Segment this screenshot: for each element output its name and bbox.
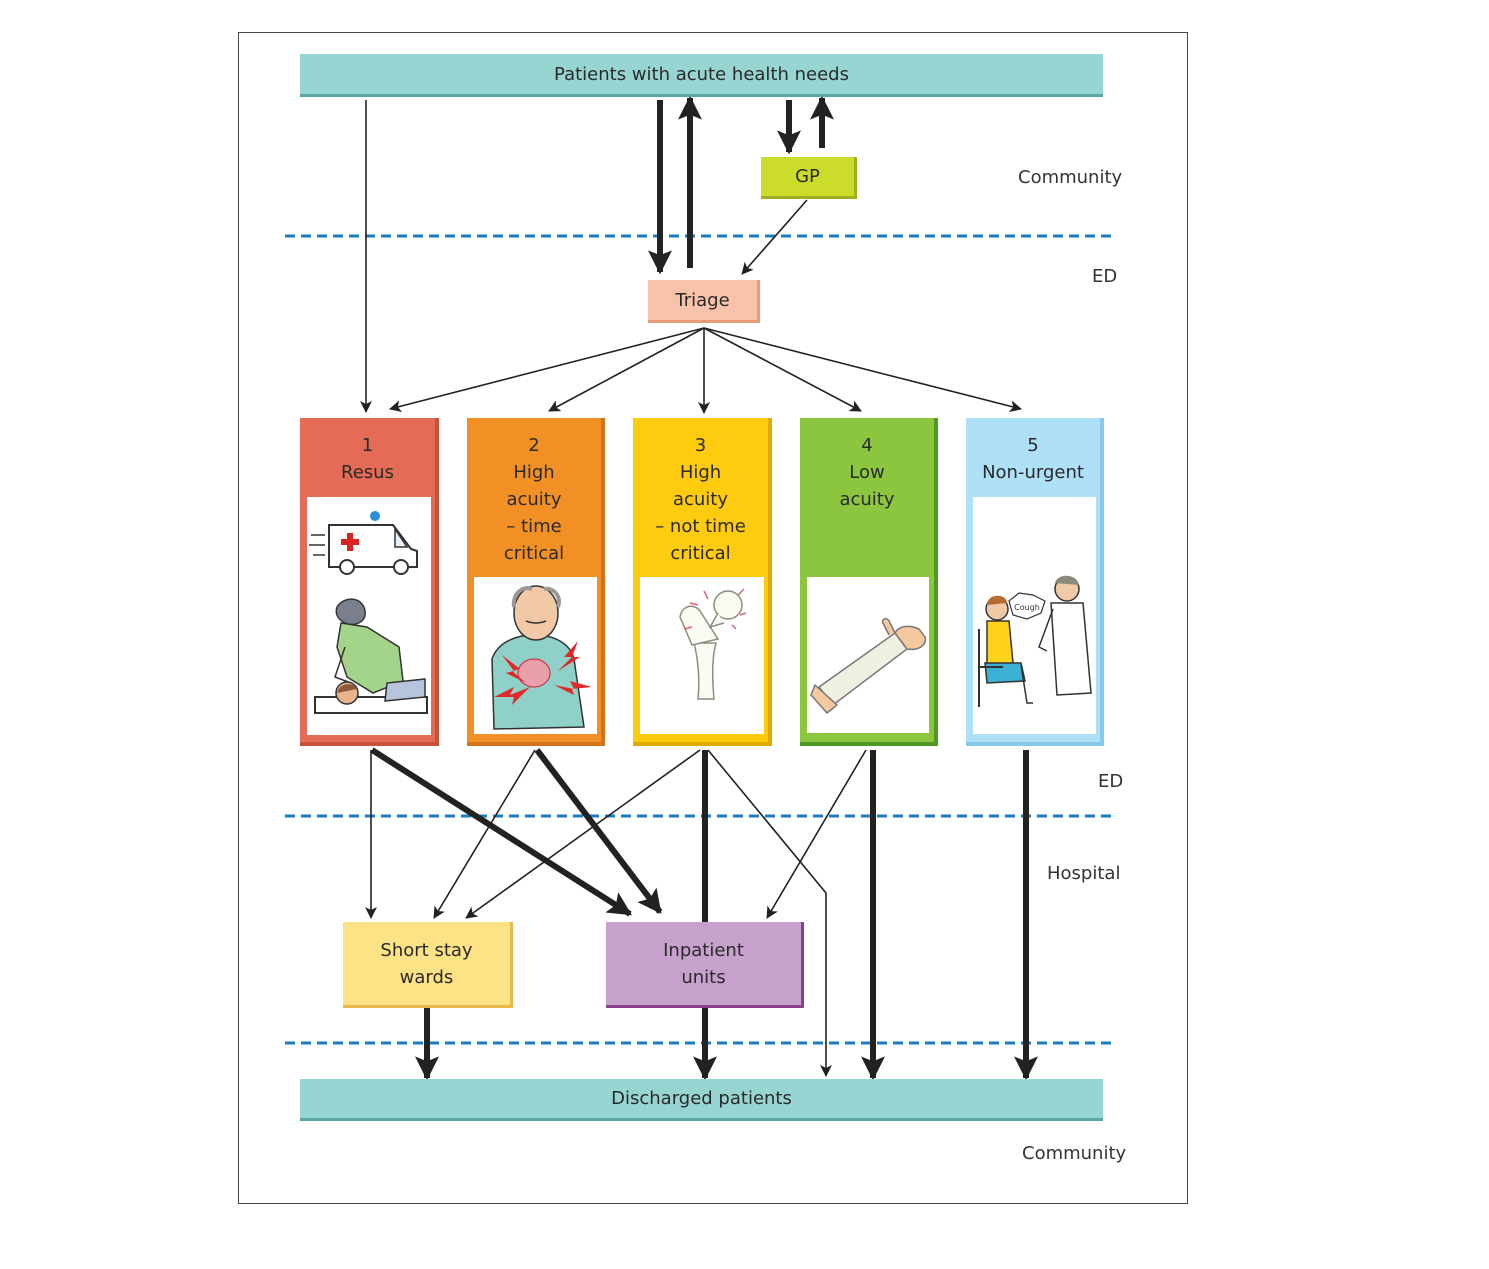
category-1-label: 1 Resus bbox=[300, 432, 435, 486]
thick-arrows bbox=[370, 95, 1038, 1081]
cough-text: Cough bbox=[1014, 603, 1040, 612]
triage-category-4: 4 Low acuity bbox=[800, 418, 938, 746]
triage-label: Triage bbox=[675, 289, 730, 311]
acute-patients-label: Patients with acute health needs bbox=[554, 63, 849, 85]
inpatient-line-2: units bbox=[681, 966, 726, 988]
category-2-line-2: acuity bbox=[506, 489, 562, 510]
short-stay-wards-box: Short stay wards bbox=[343, 922, 513, 1008]
doctor-figure bbox=[1038, 575, 1092, 696]
arrow-gp-to-triage bbox=[741, 199, 808, 275]
triage-category-5: 5 Non-urgent Cough bbox=[966, 418, 1104, 746]
ambulance-icon bbox=[309, 511, 418, 575]
triage-box: Triage bbox=[648, 280, 760, 323]
fracture-pain-icon bbox=[683, 588, 747, 630]
zone-label-ed-bottom: ED bbox=[1098, 771, 1124, 792]
arrow-cat2-to-shortstay bbox=[433, 749, 536, 919]
discharged-patients-bar: Discharged patients bbox=[300, 1079, 1103, 1121]
gp-label: GP bbox=[795, 166, 820, 187]
category-3-line-3: – not time bbox=[655, 516, 746, 537]
category-4-number: 4 bbox=[861, 435, 873, 456]
zone-label-community-bottom: Community bbox=[1022, 1143, 1127, 1164]
category-3-line-4: critical bbox=[670, 543, 731, 564]
category-3-label: 3 High acuity – not time critical bbox=[633, 432, 768, 567]
category-2-line-3: – time bbox=[506, 516, 562, 537]
category-2-label: 2 High acuity – time critical bbox=[467, 432, 601, 567]
category-2-line-4: critical bbox=[503, 543, 565, 564]
arrow-cat4-to-inpatient bbox=[766, 749, 867, 919]
arrow-triage-to-cat2 bbox=[548, 327, 705, 412]
discharged-patients-label: Discharged patients bbox=[611, 1088, 792, 1109]
acute-patients-bar: Patients with acute health needs bbox=[300, 54, 1103, 97]
arrow-cat3-to-shortstay bbox=[465, 749, 701, 919]
category-4-line-2: acuity bbox=[839, 489, 895, 510]
category-5-line-1: Non-urgent bbox=[982, 462, 1084, 483]
arrow-cat2-to-inpatient bbox=[534, 748, 663, 914]
arrow-triage-to-cat1 bbox=[389, 327, 705, 413]
patient-figure bbox=[978, 595, 1033, 707]
arm-in-cast-illustration bbox=[807, 577, 929, 733]
triage-category-2: 2 High acuity – time critical bbox=[467, 418, 605, 746]
category-5-label: 5 Non-urgent bbox=[966, 432, 1100, 486]
short-stay-line-1: Short stay bbox=[380, 939, 473, 961]
zone-dividers bbox=[285, 234, 1115, 1045]
coughing-patient-illustration: Cough bbox=[973, 497, 1096, 734]
cough-speech-bubble: Cough bbox=[1008, 592, 1046, 620]
category-3-number: 3 bbox=[694, 435, 707, 456]
category-4-line-1: Low bbox=[849, 462, 885, 483]
ambulance-and-cpr-illustration bbox=[307, 497, 431, 735]
zone-label-hospital: Hospital bbox=[1047, 863, 1121, 884]
arrow-triage-to-cat5 bbox=[703, 327, 1022, 413]
diagram-frame bbox=[238, 32, 1188, 1204]
category-5-number: 5 bbox=[1027, 435, 1039, 456]
arrow-triage-to-cat4 bbox=[703, 327, 862, 412]
category-4-label: 4 Low acuity bbox=[800, 432, 934, 513]
category-3-line-2: acuity bbox=[672, 489, 729, 510]
inpatient-units-box: Inpatient units bbox=[606, 922, 804, 1008]
triage-category-3: 3 High acuity – not time critical bbox=[633, 418, 772, 746]
zone-label-ed-top: ED bbox=[1092, 266, 1118, 287]
cpr-scene-icon bbox=[314, 598, 428, 714]
category-1-number: 1 bbox=[361, 435, 374, 456]
fractured-femur-illustration bbox=[640, 577, 764, 734]
man-with-chest-pain-illustration bbox=[474, 577, 597, 734]
pain-lightning-icon bbox=[494, 641, 592, 705]
category-3-line-1: High bbox=[679, 462, 722, 483]
triage-category-1: 1 Resus bbox=[300, 418, 439, 746]
category-2-line-1: High bbox=[513, 462, 555, 483]
arrow-cat1-to-inpatient bbox=[370, 747, 633, 917]
zone-label-community-top: Community bbox=[1018, 167, 1123, 188]
short-stay-line-2: wards bbox=[399, 966, 454, 988]
category-1-line-1: Resus bbox=[341, 462, 394, 483]
gp-box: GP bbox=[761, 157, 857, 199]
inpatient-line-1: Inpatient bbox=[663, 939, 744, 961]
thin-arrows bbox=[360, 100, 1022, 1077]
category-2-number: 2 bbox=[528, 435, 540, 456]
arrow-cat3-to-discharge bbox=[707, 749, 832, 1077]
